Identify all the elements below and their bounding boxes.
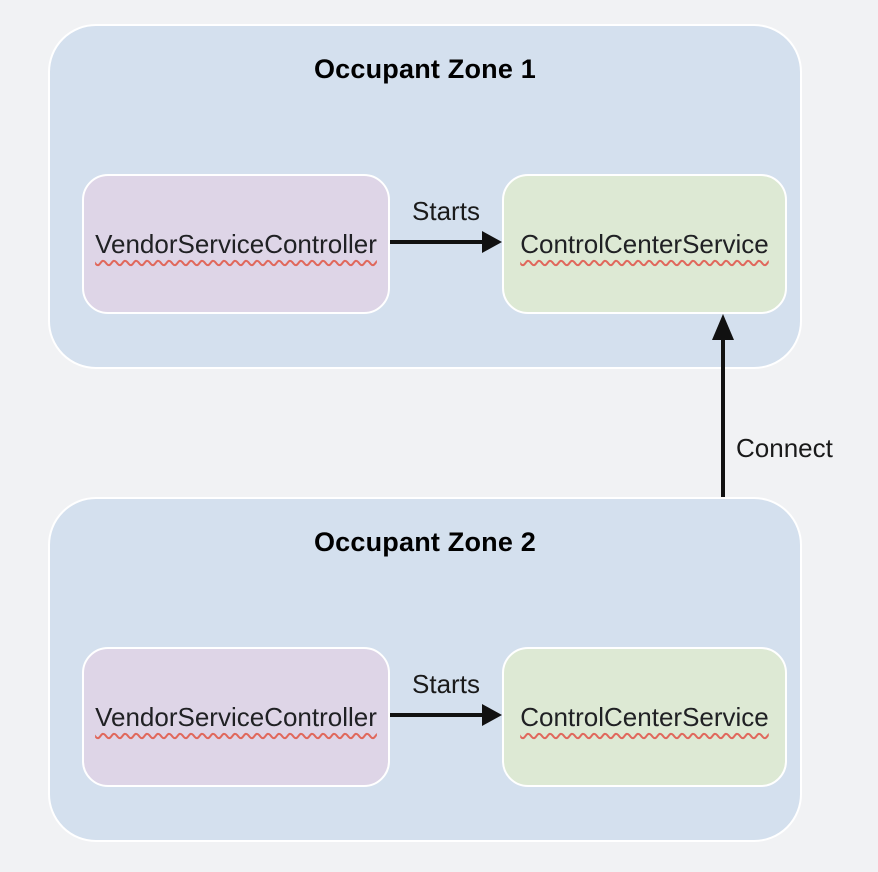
starts-edge-label-zone1: Starts bbox=[412, 196, 480, 226]
arrow-shaft bbox=[390, 713, 484, 717]
vendor-service-controller-node-zone2: VendorServiceController bbox=[82, 647, 390, 787]
occupant-zone-1: Occupant Zone 1 VendorServiceController … bbox=[48, 24, 802, 369]
starts-arrow-zone1 bbox=[390, 231, 502, 253]
arrow-shaft bbox=[721, 336, 725, 622]
vendor-service-controller-node-zone1: VendorServiceController bbox=[82, 174, 390, 314]
zone-2-title: Occupant Zone 2 bbox=[313, 527, 537, 557]
arrow-shaft bbox=[390, 240, 484, 244]
starts-arrow-zone2 bbox=[390, 704, 502, 726]
connect-edge-label: Connect bbox=[736, 433, 833, 463]
zone-1-title: Occupant Zone 1 bbox=[313, 54, 537, 84]
vendor-service-controller-label: VendorServiceController bbox=[95, 228, 377, 259]
control-center-service-label: ControlCenterService bbox=[520, 228, 769, 259]
starts-edge-label-zone2: Starts bbox=[412, 669, 480, 699]
control-center-service-label: ControlCenterService bbox=[520, 701, 769, 732]
occupant-zone-2: Occupant Zone 2 VendorServiceController … bbox=[48, 497, 802, 842]
arrowhead-right-icon bbox=[482, 231, 502, 253]
control-center-service-node-zone2: ControlCenterService bbox=[502, 647, 787, 787]
arrowhead-up-icon bbox=[712, 314, 734, 340]
control-center-service-node-zone1: ControlCenterService bbox=[502, 174, 787, 314]
vendor-service-controller-label: VendorServiceController bbox=[95, 701, 377, 732]
arrowhead-right-icon bbox=[482, 704, 502, 726]
